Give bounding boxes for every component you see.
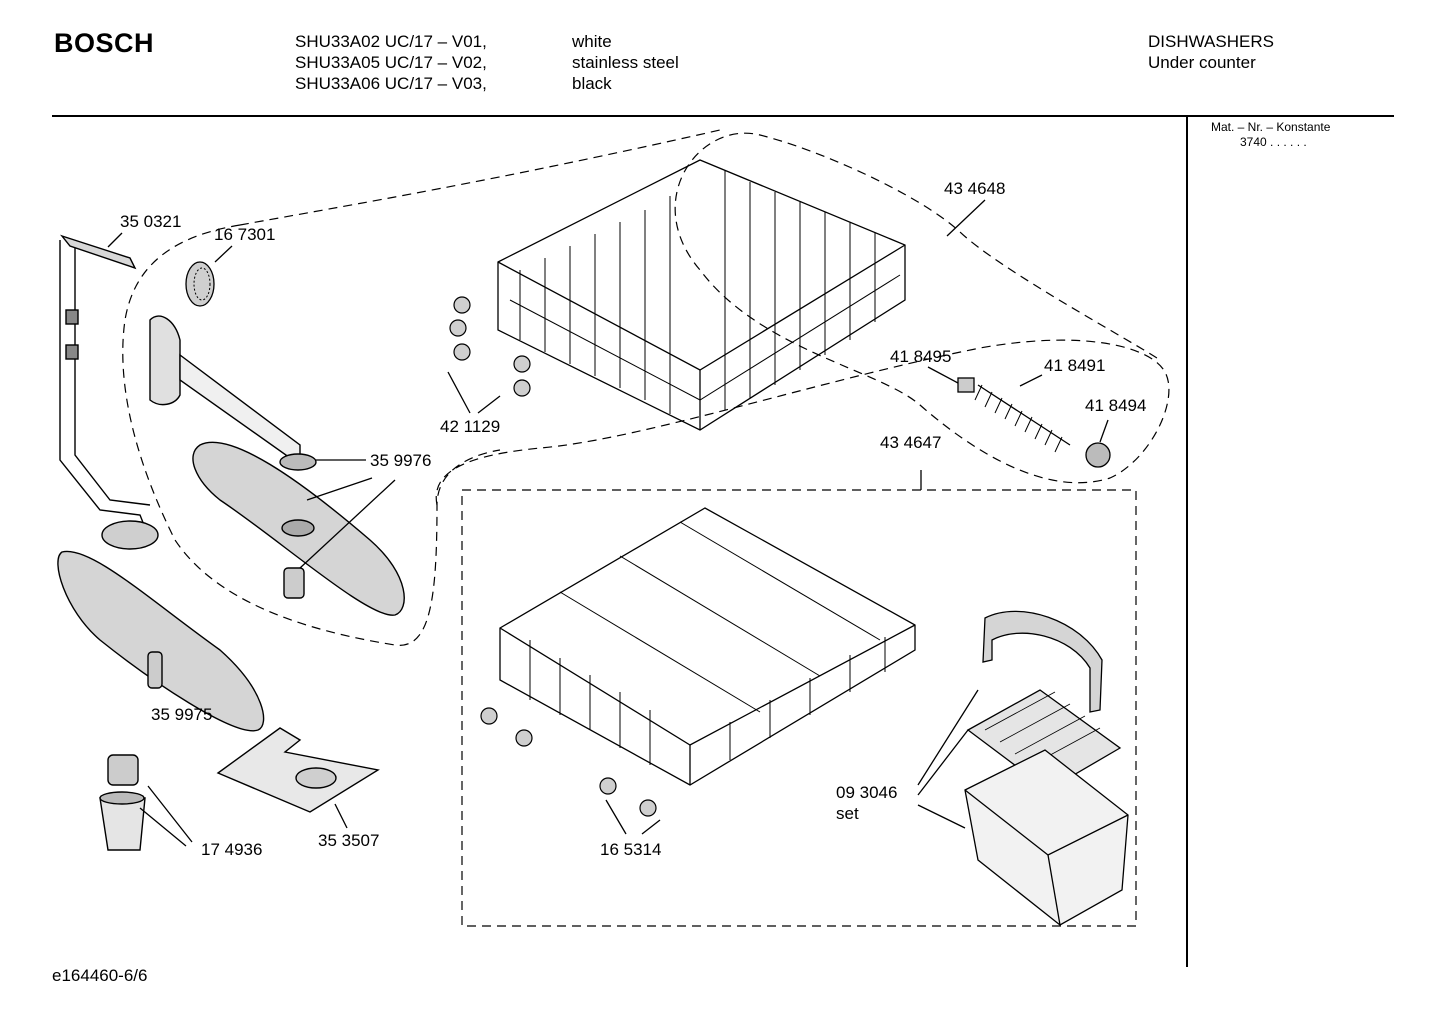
category-label: DISHWASHERS	[1148, 32, 1274, 51]
filter-plate-part	[216, 727, 380, 813]
model-number-3: SHU33A06 UC/17 – V03,	[295, 74, 487, 93]
part-label-418495: 41 8495	[890, 347, 951, 366]
subcategory-label: Under counter	[1148, 53, 1256, 72]
upper-spray-arm-part	[149, 315, 405, 616]
part-label-418494: 41 8494	[1085, 396, 1146, 415]
part-label-434647: 43 4647	[880, 433, 941, 452]
model-number-1: SHU33A02 UC/17 – V01,	[295, 32, 487, 51]
part-label-093046: 09 3046	[836, 783, 897, 802]
spray-arm-group-outline-top	[239, 129, 721, 226]
cutlery-basket-part	[964, 610, 1129, 926]
basket-rail-part	[957, 377, 1111, 468]
leader-lines	[107, 199, 1109, 847]
part-label-418491: 41 8491	[1044, 356, 1105, 375]
part-label-350321: 35 0321	[120, 212, 181, 231]
lower-basket-outline	[461, 489, 1137, 927]
upper-basket-part	[449, 159, 906, 431]
model-number-2: SHU33A05 UC/17 – V02,	[295, 53, 487, 72]
lower-basket-part	[480, 507, 916, 817]
filter-part	[99, 754, 146, 851]
model-color-1: white	[572, 32, 612, 51]
part-label-093046-set: set	[836, 804, 859, 823]
part-label-421129: 42 1129	[440, 417, 500, 436]
part-label-174936: 17 4936	[201, 840, 262, 859]
model-color-2: stainless steel	[572, 53, 679, 72]
spray-head-part	[185, 261, 215, 307]
part-label-167301: 16 7301	[214, 225, 275, 244]
part-label-359976: 35 9976	[370, 451, 431, 470]
mat-nr-value: 3740 . . . . . .	[1240, 135, 1307, 149]
diagram-code: e164460-6/6	[52, 966, 148, 985]
brand-logo: BOSCH	[54, 28, 155, 58]
part-label-165314: 16 5314	[600, 840, 661, 859]
lower-spray-arm-part	[57, 550, 265, 732]
mat-nr-block: Mat. – Nr. – Konstante 3740 . . . . . .	[1211, 120, 1330, 150]
category-title: DISHWASHERS Under counter	[1148, 31, 1274, 73]
part-label-359975: 35 9975	[151, 705, 212, 724]
mat-nr-label: Mat. – Nr. – Konstante	[1211, 120, 1331, 134]
part-label-353507: 35 3507	[318, 831, 379, 850]
part-label-434648: 43 4648	[944, 179, 1005, 198]
supply-tube-part	[59, 234, 159, 550]
model-color-3: black	[572, 74, 612, 93]
spray-arm-group-outline	[122, 224, 501, 646]
